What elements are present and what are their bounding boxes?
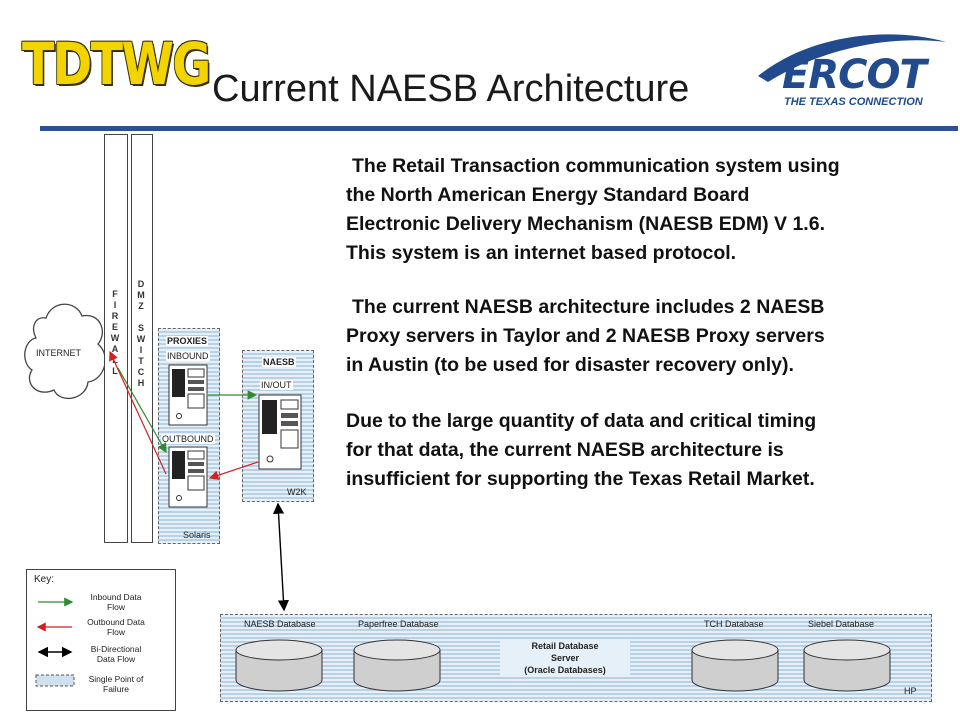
naesb-database-label: NAESB Database <box>244 619 316 629</box>
outbound-arrow-naesb-proxy <box>208 461 259 480</box>
naesb-database-cylinder-icon <box>235 639 323 692</box>
legend-title: Key: <box>34 574 55 585</box>
retail-database-server-label: Retail Database Server (Oracle Databases… <box>500 640 630 676</box>
internet-cloud-icon <box>24 303 106 400</box>
bidirectional-arrow-naesb-database <box>272 502 290 612</box>
outbound-arrow-proxy-internet <box>109 350 167 475</box>
header-rule <box>40 126 958 131</box>
legend-symbols <box>35 597 75 687</box>
inbound-arrow-internet-proxy <box>117 367 167 454</box>
legend-dashed-box <box>35 674 75 687</box>
paperfree-database-cylinder-icon <box>353 639 441 692</box>
dmz-switch <box>131 134 153 543</box>
database-os-label: HP <box>904 686 917 696</box>
siebel-database-cylinder-icon <box>803 639 891 692</box>
naesb-title: NAESB <box>262 357 296 367</box>
page-title: Current NAESB Architecture <box>212 68 690 110</box>
paperfree-database-label: Paperfree Database <box>358 619 439 629</box>
proxies-inbound-label: INBOUND <box>166 351 210 361</box>
proxy-outbound-server-icon <box>168 446 208 508</box>
paragraph-1: The Retail Transaction communication sys… <box>346 155 840 264</box>
internet-label: INTERNET <box>36 348 81 358</box>
legend <box>26 569 176 711</box>
tch-database-cylinder-icon <box>691 639 779 692</box>
firewall <box>104 134 128 543</box>
ercot-tagline: THE TEXAS CONNECTION <box>784 96 923 108</box>
ercot-swoosh-icon <box>758 34 946 82</box>
proxy-inbound-server-icon <box>168 364 208 426</box>
naesb-server-icon <box>258 394 302 470</box>
proxies-os-label: Solaris <box>183 530 211 540</box>
siebel-database-label: Siebel Database <box>808 619 875 629</box>
ercot-logo: ERCOT <box>782 52 927 98</box>
tdtwg-logo: TDTWG <box>22 30 211 98</box>
paragraph-3: Due to the large quantity of data and cr… <box>346 410 817 490</box>
paragraph-2: The current NAESB architecture includes … <box>346 296 825 376</box>
tch-database-label: TCH Database <box>704 619 764 629</box>
naesb-os-label: W2K <box>287 487 307 497</box>
proxies-title: PROXIES <box>166 336 209 346</box>
naesb-inout-label: IN/OUT <box>260 380 293 390</box>
proxies-outbound-label: OUTBOUND <box>161 434 215 444</box>
